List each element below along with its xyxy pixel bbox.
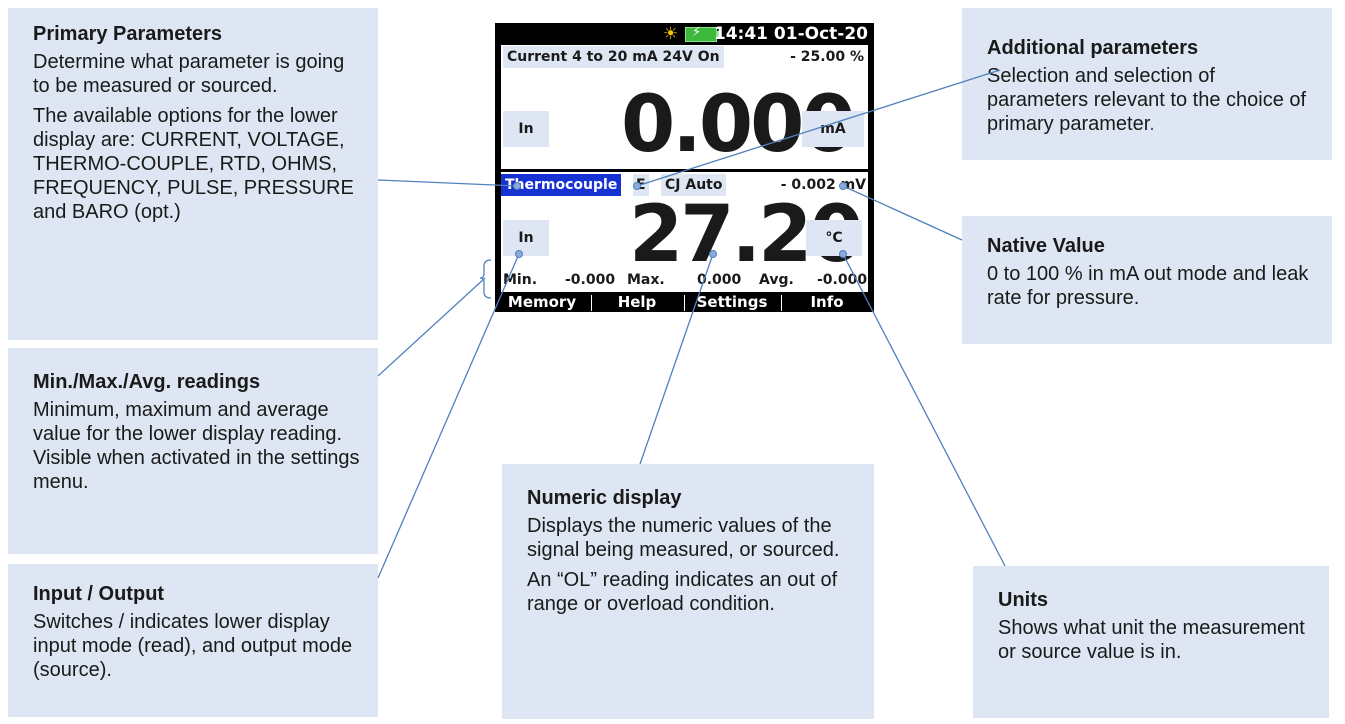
lower-io-button[interactable]: In <box>503 220 549 256</box>
status-bar: ☀ ⚡ 14:41 01-Oct-20 <box>495 23 874 45</box>
anchor-dot <box>839 182 847 190</box>
backlight-sun-icon: ☀ <box>663 24 679 44</box>
callout-body: Minimum, maximum and average value for t… <box>33 399 360 493</box>
callout-body: An “OL” reading indicates an out of rang… <box>527 569 838 615</box>
leader-line-minmax <box>377 277 486 377</box>
callout-title: Native Value <box>987 235 1105 257</box>
battery-terminal <box>717 31 720 37</box>
callout-body: Determine what parameter is going to be … <box>33 51 345 97</box>
softkey-settings[interactable]: Settings <box>696 293 768 311</box>
callout-title: Min./Max./Avg. readings <box>33 371 261 393</box>
callout-title: Additional parameters <box>987 37 1199 59</box>
callout-primary-parameters: Primary Parameters Determine what parame… <box>8 8 378 340</box>
callout-min-max-avg: Min./Max./Avg. readings Minimum, maximum… <box>8 348 378 554</box>
max-label: Max. <box>627 272 665 288</box>
leader-line-units <box>842 253 1006 567</box>
softkey-info[interactable]: Info <box>810 293 844 311</box>
callout-body: Selection and selection of parameters re… <box>987 64 1318 136</box>
lower-unit-button[interactable]: °C <box>806 220 862 256</box>
callout-body: The available options for the lower disp… <box>33 105 354 223</box>
softkey-divider <box>684 295 685 311</box>
cold-junction-setting[interactable]: CJ Auto <box>661 174 727 196</box>
avg-label: Avg. <box>759 272 794 288</box>
device-screen: ☀ ⚡ 14:41 01-Oct-20 Current 4 to 20 mA 2… <box>495 23 874 312</box>
callout-body: Displays the numeric values of the signa… <box>527 515 840 561</box>
callout-body-text: Selection and selection of parameters re… <box>987 65 1307 135</box>
callout-title: Units <box>998 589 1048 611</box>
softkey-divider <box>591 295 592 311</box>
charging-bolt-icon: ⚡ <box>692 25 702 40</box>
minmax-bracket <box>479 259 492 299</box>
leader-line-additional <box>636 69 1001 187</box>
callout-input-output: Input / Output Switches / indicates lowe… <box>8 564 378 717</box>
callout-title: Input / Output <box>33 583 165 605</box>
min-value: -0.000 <box>565 272 616 288</box>
leader-line-primary <box>377 179 518 187</box>
anchor-dot <box>633 182 641 190</box>
callout-body: 0 to 100 % in mA out mode and leak rate … <box>987 263 1309 309</box>
min-label: Min. <box>503 272 538 288</box>
softkey-help[interactable]: Help <box>617 293 657 311</box>
softkey-divider <box>781 295 782 311</box>
callout-additional-parameters: Additional parameters Selection and sele… <box>962 8 1332 160</box>
upper-primary-parameter[interactable]: Current 4 to 20 mA 24V On <box>503 46 724 68</box>
callout-numeric-display: Numeric display Displays the numeric val… <box>502 464 874 719</box>
max-value: 0.000 <box>697 272 742 288</box>
battery-icon <box>685 27 717 42</box>
anchor-dot <box>709 250 717 258</box>
anchor-dot <box>513 182 521 190</box>
date-time: 14:41 01-Oct-20 <box>713 24 868 44</box>
softkey-bar: Memory Help Settings Info <box>495 293 874 312</box>
softkey-memory[interactable]: Memory <box>507 293 577 311</box>
callout-title: Numeric display <box>527 487 682 509</box>
anchor-dot <box>515 250 523 258</box>
leader-line-native <box>842 185 963 241</box>
leader-line-numeric <box>639 253 714 465</box>
callout-title: Primary Parameters <box>33 23 223 45</box>
leader-line-io <box>377 253 520 579</box>
callout-native-value: Native Value 0 to 100 % in mA out mode a… <box>962 216 1332 344</box>
upper-native-value: - 25.00 % <box>790 49 864 65</box>
callout-body: Shows what unit the measurement or sourc… <box>998 617 1305 663</box>
display-area: Current 4 to 20 mA 24V On - 25.00 % In 0… <box>501 45 868 292</box>
callout-units: Units Shows what unit the measurement or… <box>973 566 1329 718</box>
callout-body-dot: . <box>1149 113 1155 135</box>
lower-primary-parameter[interactable]: Thermocouple <box>501 174 622 196</box>
anchor-dot <box>839 250 847 258</box>
min-max-avg-row: Min. -0.000 Max. 0.000 Avg. -0.000 <box>501 269 868 291</box>
callout-body: Switches / indicates lower display input… <box>33 611 353 681</box>
upper-io-button[interactable]: In <box>503 111 549 147</box>
